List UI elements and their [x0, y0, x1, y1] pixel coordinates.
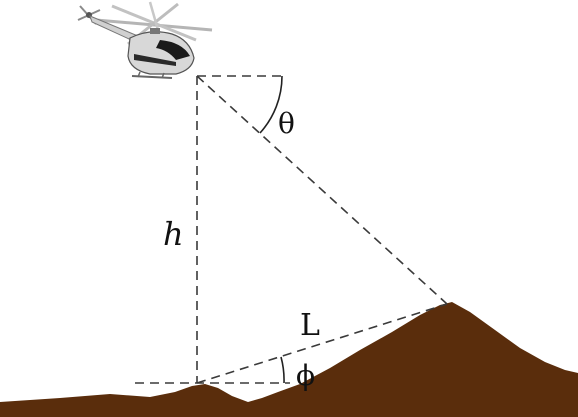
- phi-arc: [280, 356, 285, 384]
- theta-arc: [259, 75, 283, 134]
- helicopter-icon: [77, 1, 213, 79]
- height-label: h: [163, 215, 184, 253]
- slope-line: [196, 303, 448, 384]
- line-of-sight: [196, 75, 448, 305]
- theta-label: θ: [278, 107, 295, 140]
- mountain-ground: [0, 302, 578, 417]
- phi-label: ϕ: [296, 359, 315, 392]
- distance-label: L: [300, 308, 320, 343]
